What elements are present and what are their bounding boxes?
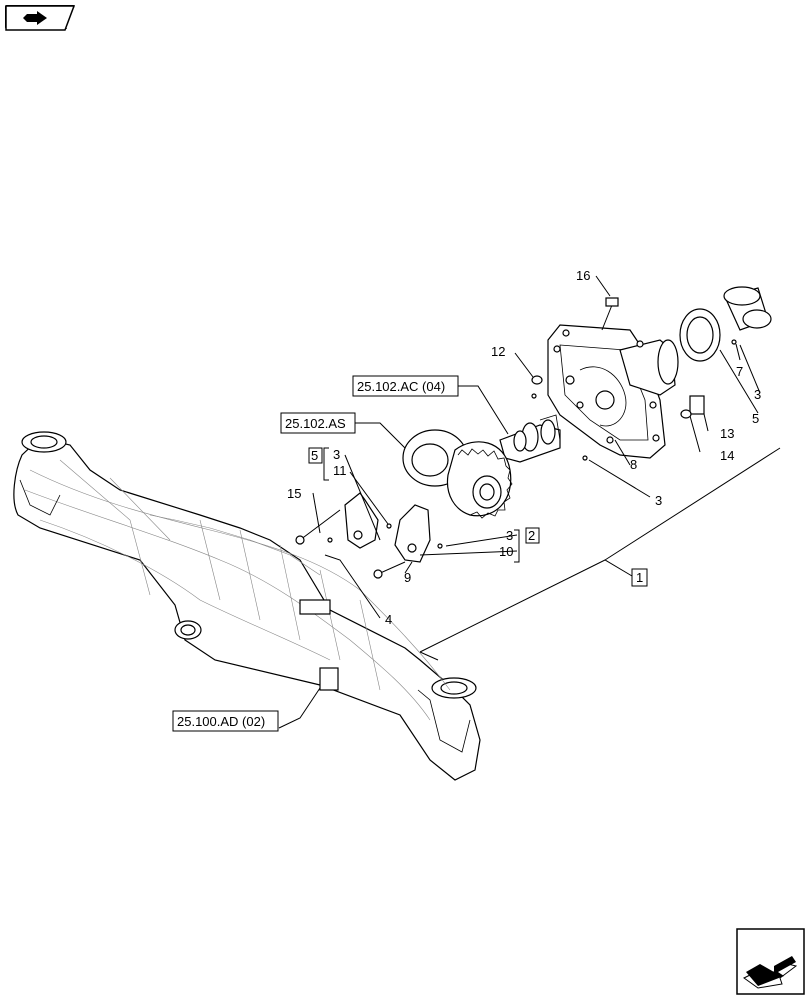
bearing-cap-right	[394, 504, 431, 563]
o-ring-12	[531, 375, 543, 385]
group-box-1	[631, 568, 648, 587]
arrow-forward-icon[interactable]	[736, 928, 806, 996]
callout-9: 9	[404, 570, 411, 585]
callout-5-shim: 5	[752, 411, 759, 426]
leader-lines	[278, 275, 781, 729]
reference-ac-label: 25.102.AC (04)	[357, 379, 445, 394]
callout-5-group: 5	[311, 448, 318, 463]
bolt-15	[295, 509, 341, 545]
callout-8: 8	[630, 457, 637, 472]
callout-10: 10	[499, 544, 513, 559]
arrow-back-icon	[5, 5, 75, 31]
callout-15: 15	[287, 486, 301, 501]
bolt-16	[601, 297, 619, 331]
callout-7: 7	[736, 364, 743, 379]
bearing-cap-left	[344, 492, 379, 549]
callout-12: 12	[491, 344, 505, 359]
bolt-9	[373, 561, 406, 579]
reference-ac-link[interactable]: 25.102.AC (04)	[352, 375, 459, 397]
plug-13	[680, 395, 705, 419]
callout-11: 11	[333, 463, 347, 478]
callout-3-group5: 3	[333, 447, 340, 462]
callout-3-pin: 3	[655, 493, 662, 508]
pinion-assembly	[499, 414, 561, 463]
differential-carrier	[547, 324, 679, 459]
callout-2: 2	[528, 528, 535, 543]
reference-as-link[interactable]: 25.102.AS	[280, 412, 356, 434]
bushing-7	[723, 286, 772, 331]
callout-3-shim: 3	[754, 387, 761, 402]
group-box-5	[308, 447, 323, 464]
reference-as-label: 25.102.AS	[285, 416, 346, 431]
reference-ad-label: 25.100.AD (02)	[177, 714, 265, 729]
axle-housing	[13, 431, 481, 781]
callout-4: 4	[385, 612, 392, 627]
differential-case	[402, 429, 513, 519]
callout-14: 14	[720, 448, 734, 463]
group-box-2	[525, 527, 540, 544]
callout-16: 16	[576, 268, 590, 283]
callout-13: 13	[720, 426, 734, 441]
callout-1: 1	[636, 570, 643, 585]
callout-3-group2: 3	[506, 528, 513, 543]
reference-ad-link[interactable]: 25.100.AD (02)	[172, 710, 279, 732]
shim-ring-5	[679, 308, 721, 362]
